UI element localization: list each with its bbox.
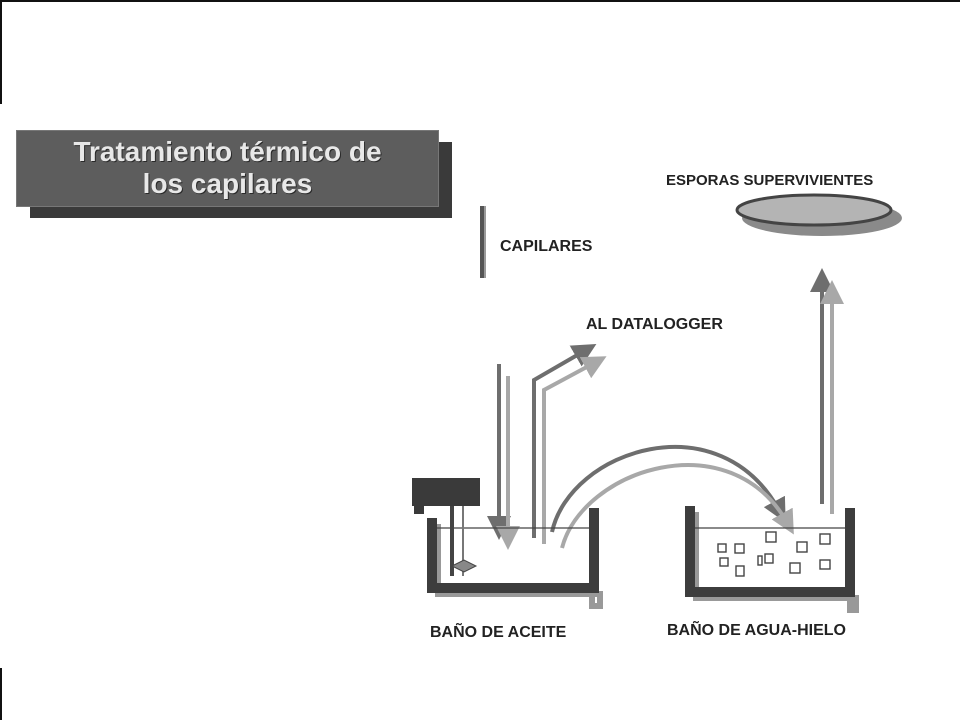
transfer-arc-arrow — [550, 445, 794, 549]
datalogger-label: AL DATALOGGER — [586, 316, 723, 333]
frame-border-top — [0, 0, 960, 2]
ice-bath — [685, 506, 859, 613]
stirrer-shaft — [450, 506, 454, 576]
surviving-spores-label: ESPORAS SUPERVIVIENTES — [666, 172, 874, 189]
capillary-tube — [480, 206, 486, 278]
frame-border-left-lower — [0, 668, 2, 720]
oil-bath-label: BAÑO DE ACEITE — [430, 624, 567, 641]
ice-bath-label: BAÑO DE AGUA-HIELO — [667, 622, 846, 639]
capillaries-label: CAPILARES — [500, 238, 593, 255]
surviving-spores-arrow — [810, 268, 844, 514]
stirrer-motor — [412, 478, 480, 506]
title-line-1: Tratamiento térmico de — [73, 136, 382, 167]
stirrer-propeller — [450, 559, 478, 573]
spore-dish — [735, 193, 902, 236]
title-line-2: los capilares — [142, 168, 313, 199]
title-box: Tratamiento térmico de los capilares — [16, 130, 439, 207]
ice-cubes — [717, 531, 831, 577]
frame-border-left-upper — [0, 0, 2, 104]
oil-bath — [412, 478, 603, 609]
capillary-insert-arrow — [487, 364, 520, 550]
datalogger-arrow — [532, 344, 607, 544]
page-title: Tratamiento térmico de los capilares — [16, 136, 439, 200]
